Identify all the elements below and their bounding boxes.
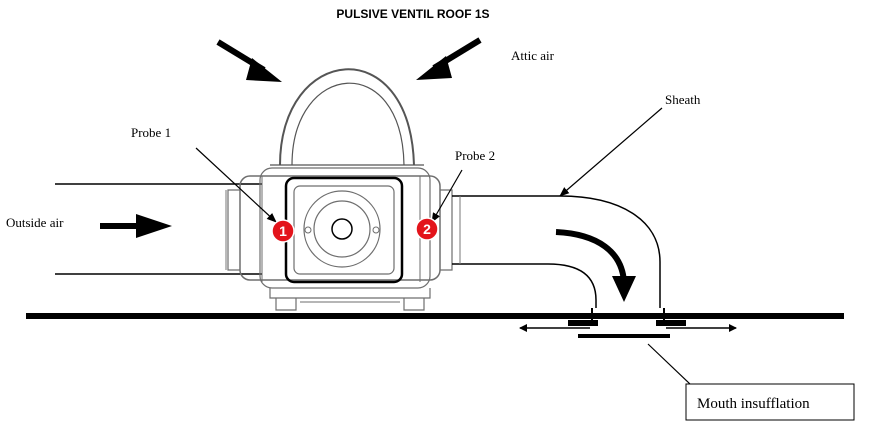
probe-1-badge: 1	[271, 219, 295, 243]
diagram-title: PULSIVE VENTIL ROOF 1S	[336, 7, 489, 21]
sheath-leader	[559, 107, 663, 197]
insufflation-mouth	[568, 308, 686, 338]
probe-1-leader	[195, 147, 277, 223]
mouth-insufflation-box	[685, 383, 855, 421]
label-mouth-insufflation: Mouth insufflation	[697, 396, 810, 412]
attic-air-arrow-right-icon	[416, 37, 482, 80]
probe-2-badge-number: 2	[423, 221, 431, 237]
outside-air-arrow-icon	[100, 214, 172, 238]
roof-line	[26, 313, 844, 319]
device-dome	[270, 68, 424, 166]
probe-2-badge: 2	[415, 217, 439, 241]
flow-arrow-icon	[555, 229, 636, 302]
attic-air-arrow-left-icon	[216, 39, 282, 82]
probe-1-badge-number: 1	[279, 223, 287, 239]
label-attic-air: Attic air	[511, 48, 555, 63]
sheath-duct	[452, 195, 661, 308]
mouth-insufflation-leader	[647, 343, 691, 385]
label-outside-air: Outside air	[6, 215, 64, 230]
probe-2-badge-circle	[415, 217, 439, 241]
label-probe-2: Probe 2	[455, 148, 495, 163]
ventilation-unit	[227, 167, 453, 311]
probe-1-badge-circle	[271, 219, 295, 243]
label-sheath: Sheath	[665, 92, 701, 107]
outside-air-duct	[55, 183, 262, 275]
label-probe-1: Probe 1	[131, 125, 171, 140]
probe-2-leader	[431, 169, 463, 223]
